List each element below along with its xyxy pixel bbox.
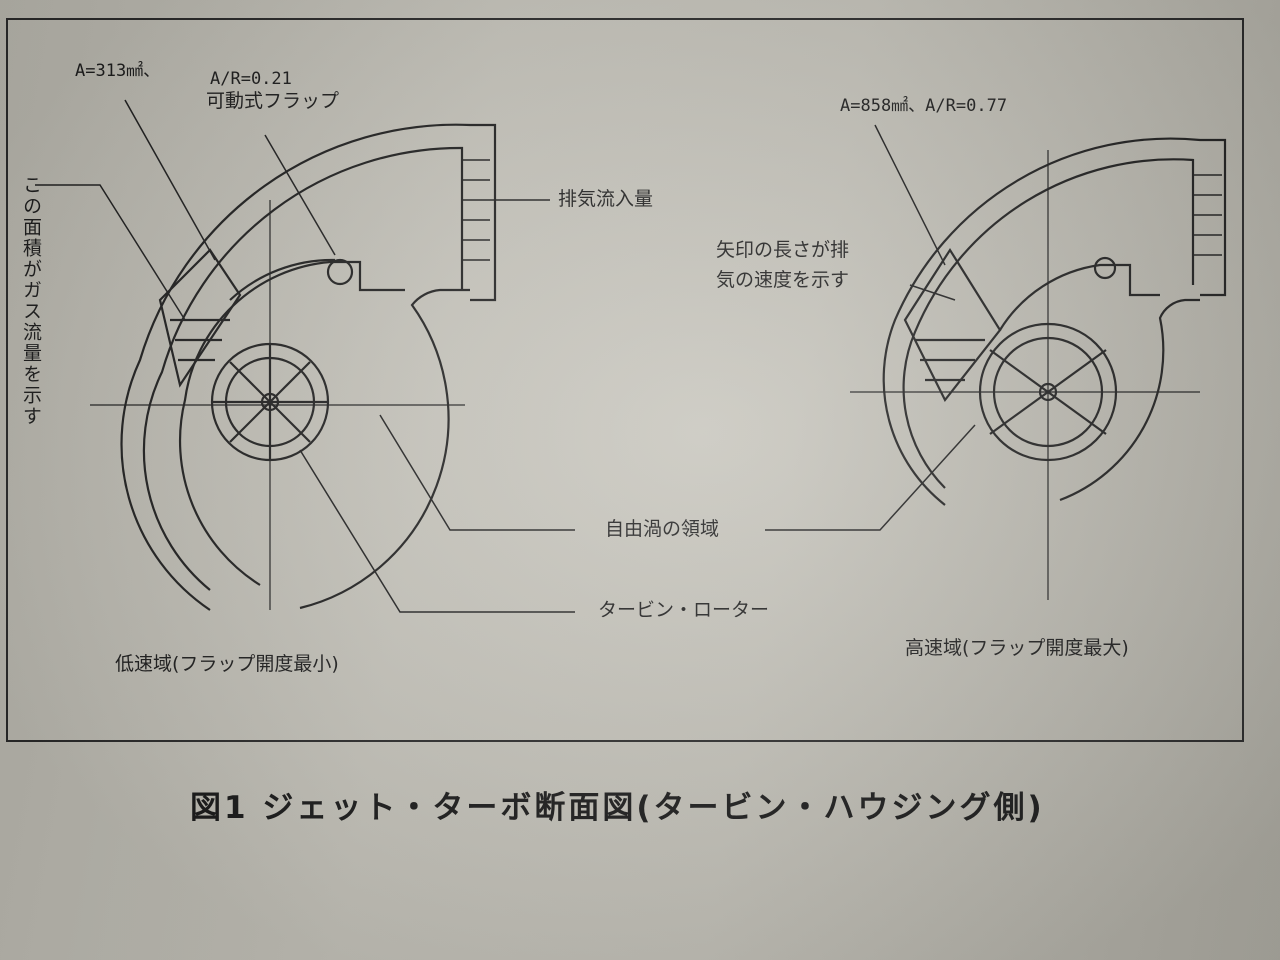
low-area-label: A=313㎟、	[75, 61, 161, 81]
high-speed-housing	[882, 137, 1227, 506]
arrow-note-line1: 矢印の長さが排	[716, 239, 850, 261]
flap-label: 可動式フラップ	[206, 90, 340, 112]
high-speed-centerlines	[850, 150, 1200, 600]
exhaust-inflow-label: 排気流入量	[558, 188, 654, 210]
low-speed-centerlines	[90, 200, 465, 610]
low-speed-housing	[120, 123, 497, 611]
figure-frame	[6, 18, 1244, 742]
low-speed-inflow-arrows	[462, 159, 490, 261]
turbine-rotor-label: タービン・ローター	[598, 599, 770, 621]
area-note-label: この面積がガス流量を示す	[20, 175, 42, 427]
arrow-note-line2: 気の速度を示す	[716, 269, 850, 291]
low-speed-label: 低速域(フラップ開度最小)	[115, 653, 339, 675]
high-area-ar-label: A=858㎟、A/R=0.77	[840, 96, 1008, 116]
high-speed-label: 高速域(フラップ開度最大)	[905, 637, 1129, 659]
high-speed-inflow-arrows	[1193, 174, 1222, 256]
leader-lines	[35, 99, 976, 613]
low-ar-label: A/R=0.21	[210, 69, 292, 89]
figure-caption: 図1 ジェット・ターボ断面図(タービン・ハウジング側)	[190, 790, 1045, 826]
free-vortex-label: 自由渦の領域	[605, 518, 720, 540]
